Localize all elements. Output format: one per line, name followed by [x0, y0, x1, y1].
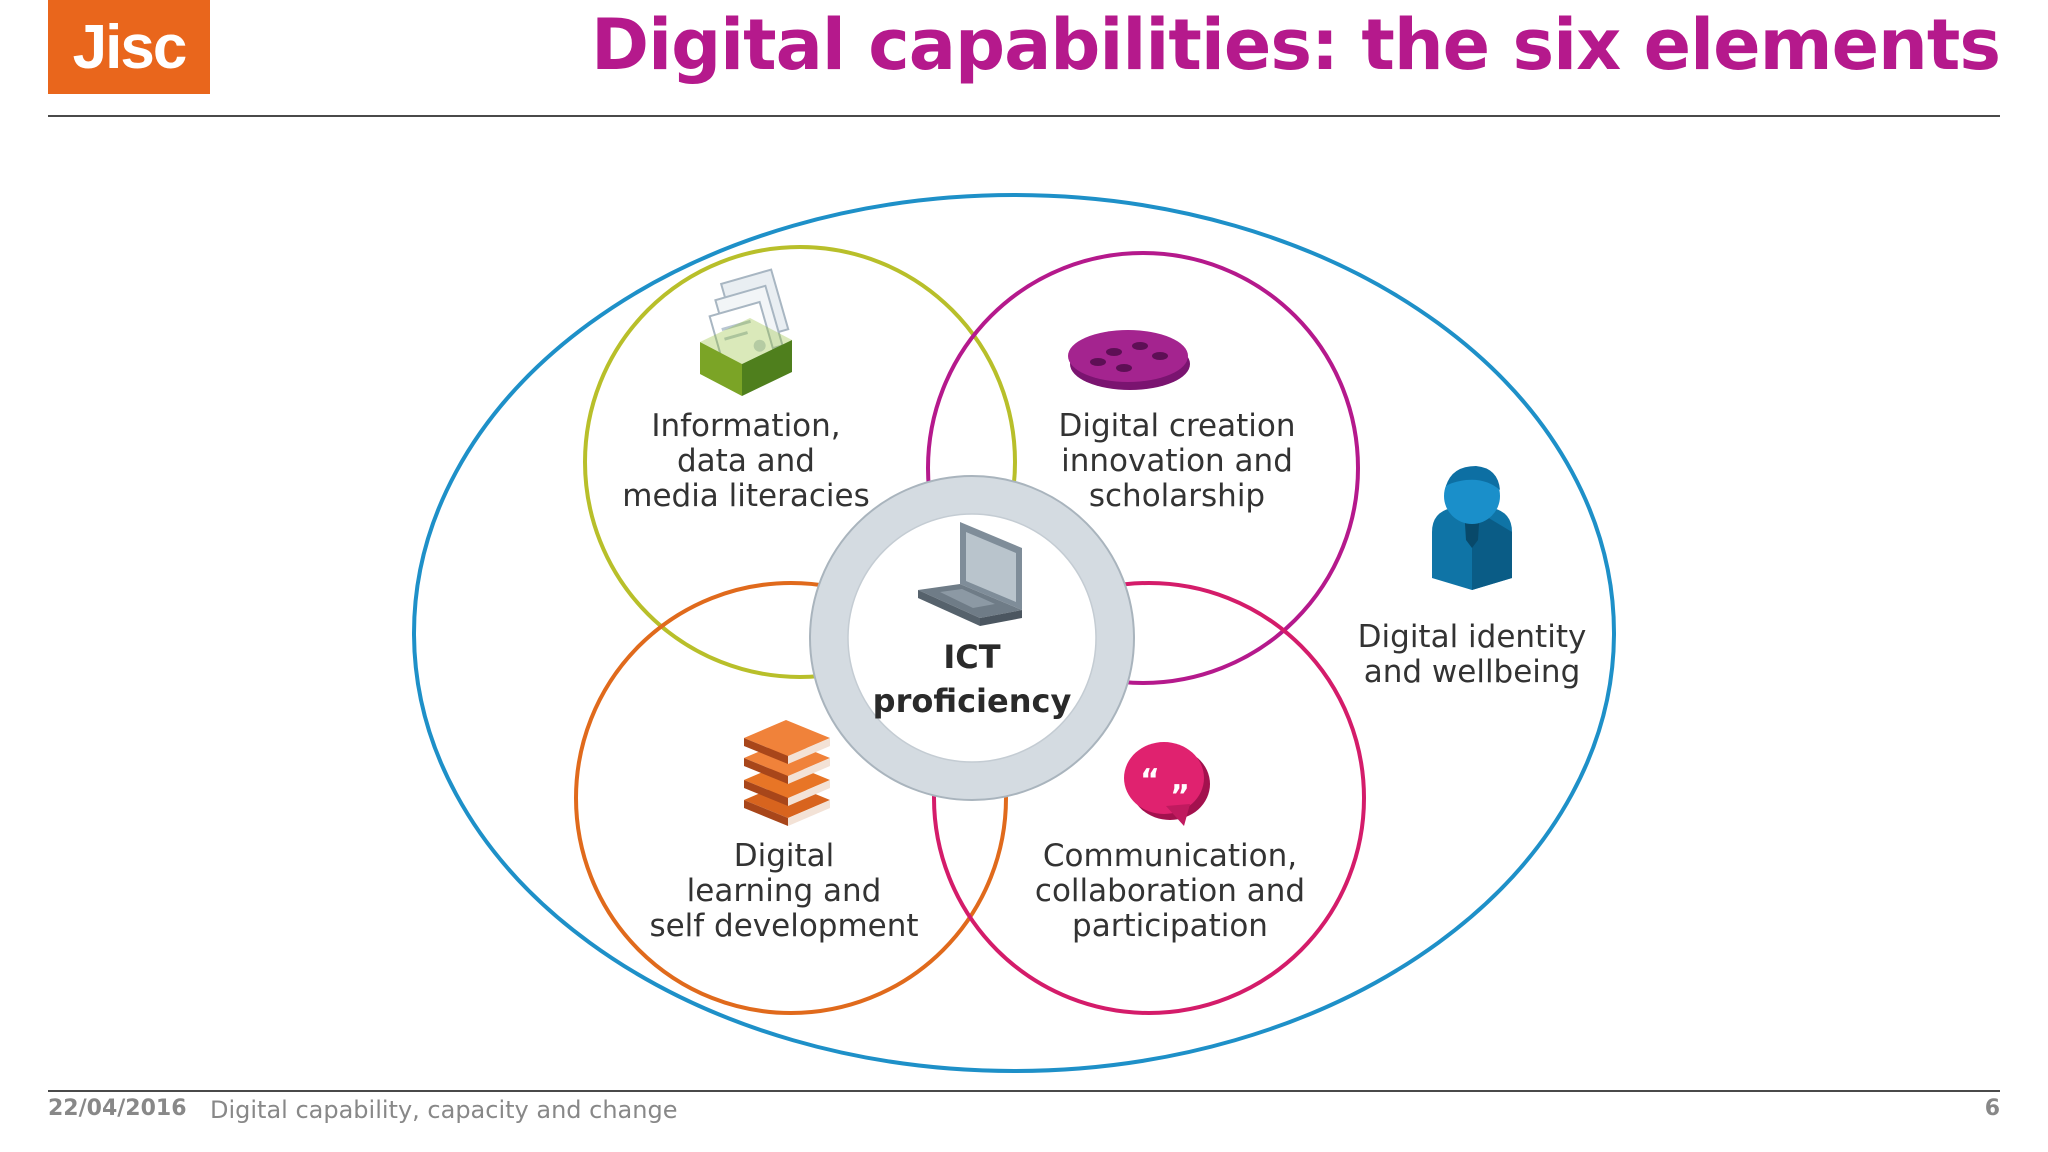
card-file-icon	[700, 268, 792, 396]
learning-label-line3: self development	[649, 908, 918, 944]
page-number: 6	[1984, 1096, 2000, 1121]
communication-label-line2: collaboration and	[1035, 873, 1305, 909]
header-divider	[48, 115, 2000, 117]
svg-text:“: “	[1140, 763, 1160, 798]
identity-label-line2: and wellbeing	[1364, 654, 1581, 690]
circle-information	[583, 245, 1017, 679]
circle-communication	[932, 581, 1366, 1015]
information-label-line1: Information,	[651, 408, 840, 444]
jisc-logo: Jisc	[48, 0, 210, 94]
identity-label-line1: Digital identity	[1358, 619, 1587, 655]
svg-text:”: ”	[1170, 779, 1190, 814]
information-label-line3: media literacies	[622, 478, 870, 514]
logo-text: Jisc	[72, 12, 188, 82]
circle-creation	[926, 251, 1360, 685]
center-ring-outline-outer	[809, 475, 1135, 801]
footer-divider	[48, 1090, 2000, 1092]
laptop-icon	[918, 522, 1022, 626]
center-label-line1: ICT	[943, 638, 1000, 676]
speech-bubble-icon: “ ”	[1124, 742, 1210, 826]
circle-learning	[574, 581, 1008, 1015]
person-icon	[1432, 466, 1512, 590]
outer-ellipse	[412, 193, 1616, 1073]
creation-label-line3: scholarship	[1089, 478, 1265, 514]
slide-title: Digital capabilities: the six elements	[590, 4, 2001, 86]
footer-date: 22/04/2016	[48, 1096, 187, 1121]
center-ring-outline-inner	[847, 513, 1097, 763]
footer-subtitle: Digital capability, capacity and change	[210, 1096, 678, 1124]
center-ring	[810, 476, 1134, 800]
communication-label-line1: Communication,	[1043, 838, 1297, 874]
books-icon	[744, 720, 830, 826]
creation-label-line1: Digital creation	[1059, 408, 1296, 444]
learning-label-line2: learning and	[687, 873, 882, 909]
palette-icon	[1068, 330, 1190, 390]
creation-label-line2: innovation and	[1061, 443, 1293, 479]
learning-label-line1: Digital	[734, 838, 835, 874]
center-label-line2: proficiency	[873, 682, 1072, 720]
communication-label-line3: participation	[1072, 908, 1268, 944]
information-label-line2: data and	[677, 443, 815, 479]
